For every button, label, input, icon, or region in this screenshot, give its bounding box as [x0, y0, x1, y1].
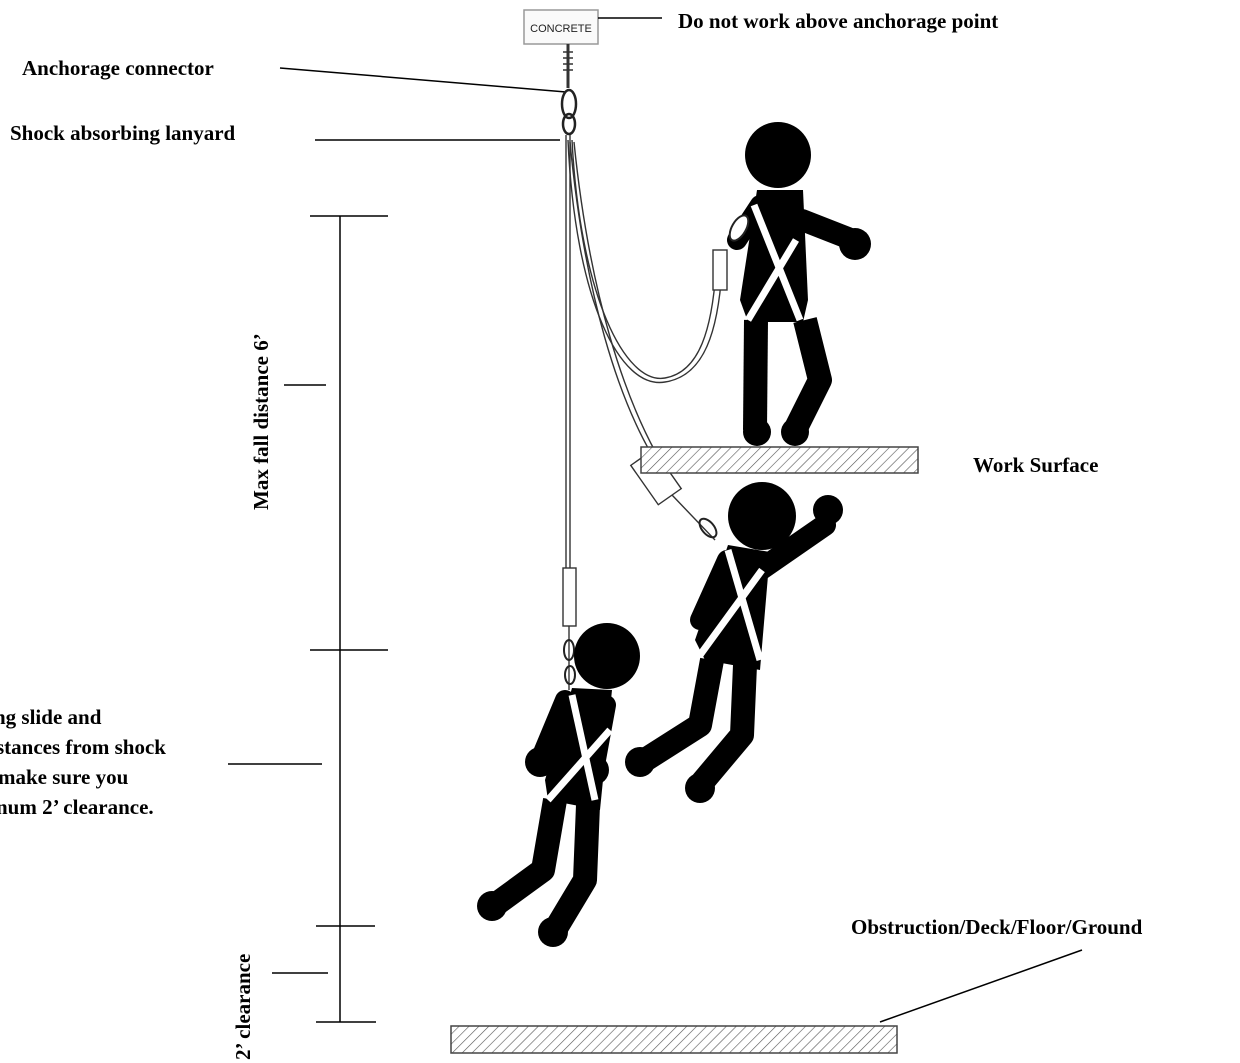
concrete-label: CONCRETE	[530, 23, 592, 35]
note-line-3: make sure you	[0, 765, 129, 789]
obstruction-label: Obstruction/Deck/Floor/Ground	[851, 915, 1143, 939]
anchorage-connector-leader	[279, 67, 567, 93]
carabiner-icon	[560, 88, 578, 136]
shock-lanyard-label: Shock absorbing lanyard	[10, 121, 236, 145]
note-line-2: stances from shock	[0, 735, 166, 759]
slide-note: ng slide and stances from shock make sur…	[0, 705, 166, 819]
measurement-scale	[228, 215, 388, 1023]
ground-platform	[450, 1025, 898, 1054]
clearance-label: 2’ clearance	[231, 954, 255, 1060]
anchorage-connector-label: Anchorage connector	[22, 56, 214, 80]
do-not-work-label: Do not work above anchorage point	[678, 9, 998, 33]
max-fall-label: Max fall distance 6’	[249, 333, 273, 510]
worker-figure	[727, 122, 871, 446]
concrete-anchor-block: CONCRETE	[523, 9, 599, 88]
note-line-1: ng slide and	[0, 705, 102, 729]
work-surface-label: Work Surface	[973, 453, 1098, 477]
obstruction-leader	[879, 949, 1083, 1023]
note-line-4: num 2’ clearance.	[0, 795, 154, 819]
worker-figure	[625, 482, 843, 803]
worker-figure	[477, 623, 640, 947]
work-surface-platform	[640, 446, 919, 474]
